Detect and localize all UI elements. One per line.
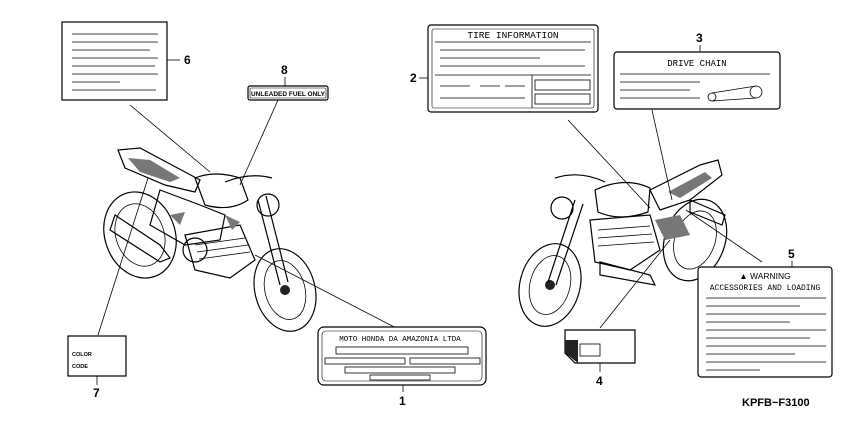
callout-1: 1 [399,394,406,408]
label-3-drive-chain: DRIVE CHAIN [613,51,781,110]
chain-icon [707,85,763,102]
label-5-warning-accessories: ▲ WARNING ACCESSORIES AND LOADING [697,266,833,378]
callout-5: 5 [788,247,795,261]
callout-6: 6 [184,53,191,67]
drive-chain-title: DRIVE CHAIN [667,59,726,69]
label-1-manufacturer-plate: MOTO HONDA DA AMAZONIA LTDA [317,326,487,386]
moto-honda-text: MOTO HONDA DA AMAZONIA LTDA [339,336,461,344]
callout-2: 2 [410,71,417,85]
warning-title: ▲ WARNING [739,271,791,281]
unleaded-fuel-text: UNLEADED FUEL ONLY [251,91,326,98]
diagram-code: KPFB−F3100 [742,397,810,409]
leader-lines-right [567,109,763,329]
label-6-generic [61,21,180,101]
leader-lines-left [97,99,401,336]
label-2-tire-information: TIRE INFORMATION [427,24,599,113]
label-8-unleaded-fuel: UNLEADED FUEL ONLY [247,85,329,101]
label-4-tag [564,329,636,364]
motorcycle-left [103,147,317,332]
accessories-title: ACCESSORIES AND LOADING [710,284,821,293]
motorcycle-right [518,159,728,327]
code-text: CODE [72,364,88,370]
callout-7: 7 [93,386,100,400]
callout-8: 8 [281,63,288,77]
tire-information-title: TIRE INFORMATION [467,30,558,41]
color-text: COLOR [72,352,92,358]
label-7-color-code: COLOR CODE [67,335,127,377]
callout-4: 4 [596,374,603,388]
callout-3: 3 [696,31,703,45]
